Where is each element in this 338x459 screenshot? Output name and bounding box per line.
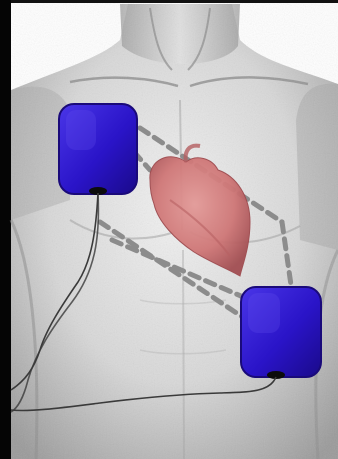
electrode-pad-upper-right-chest xyxy=(59,104,137,195)
pad-highlight xyxy=(66,110,96,150)
pad-highlight xyxy=(248,293,280,333)
left-border xyxy=(0,0,11,459)
top-border xyxy=(11,0,338,3)
electrode-pad-lower-left-side xyxy=(241,287,321,379)
